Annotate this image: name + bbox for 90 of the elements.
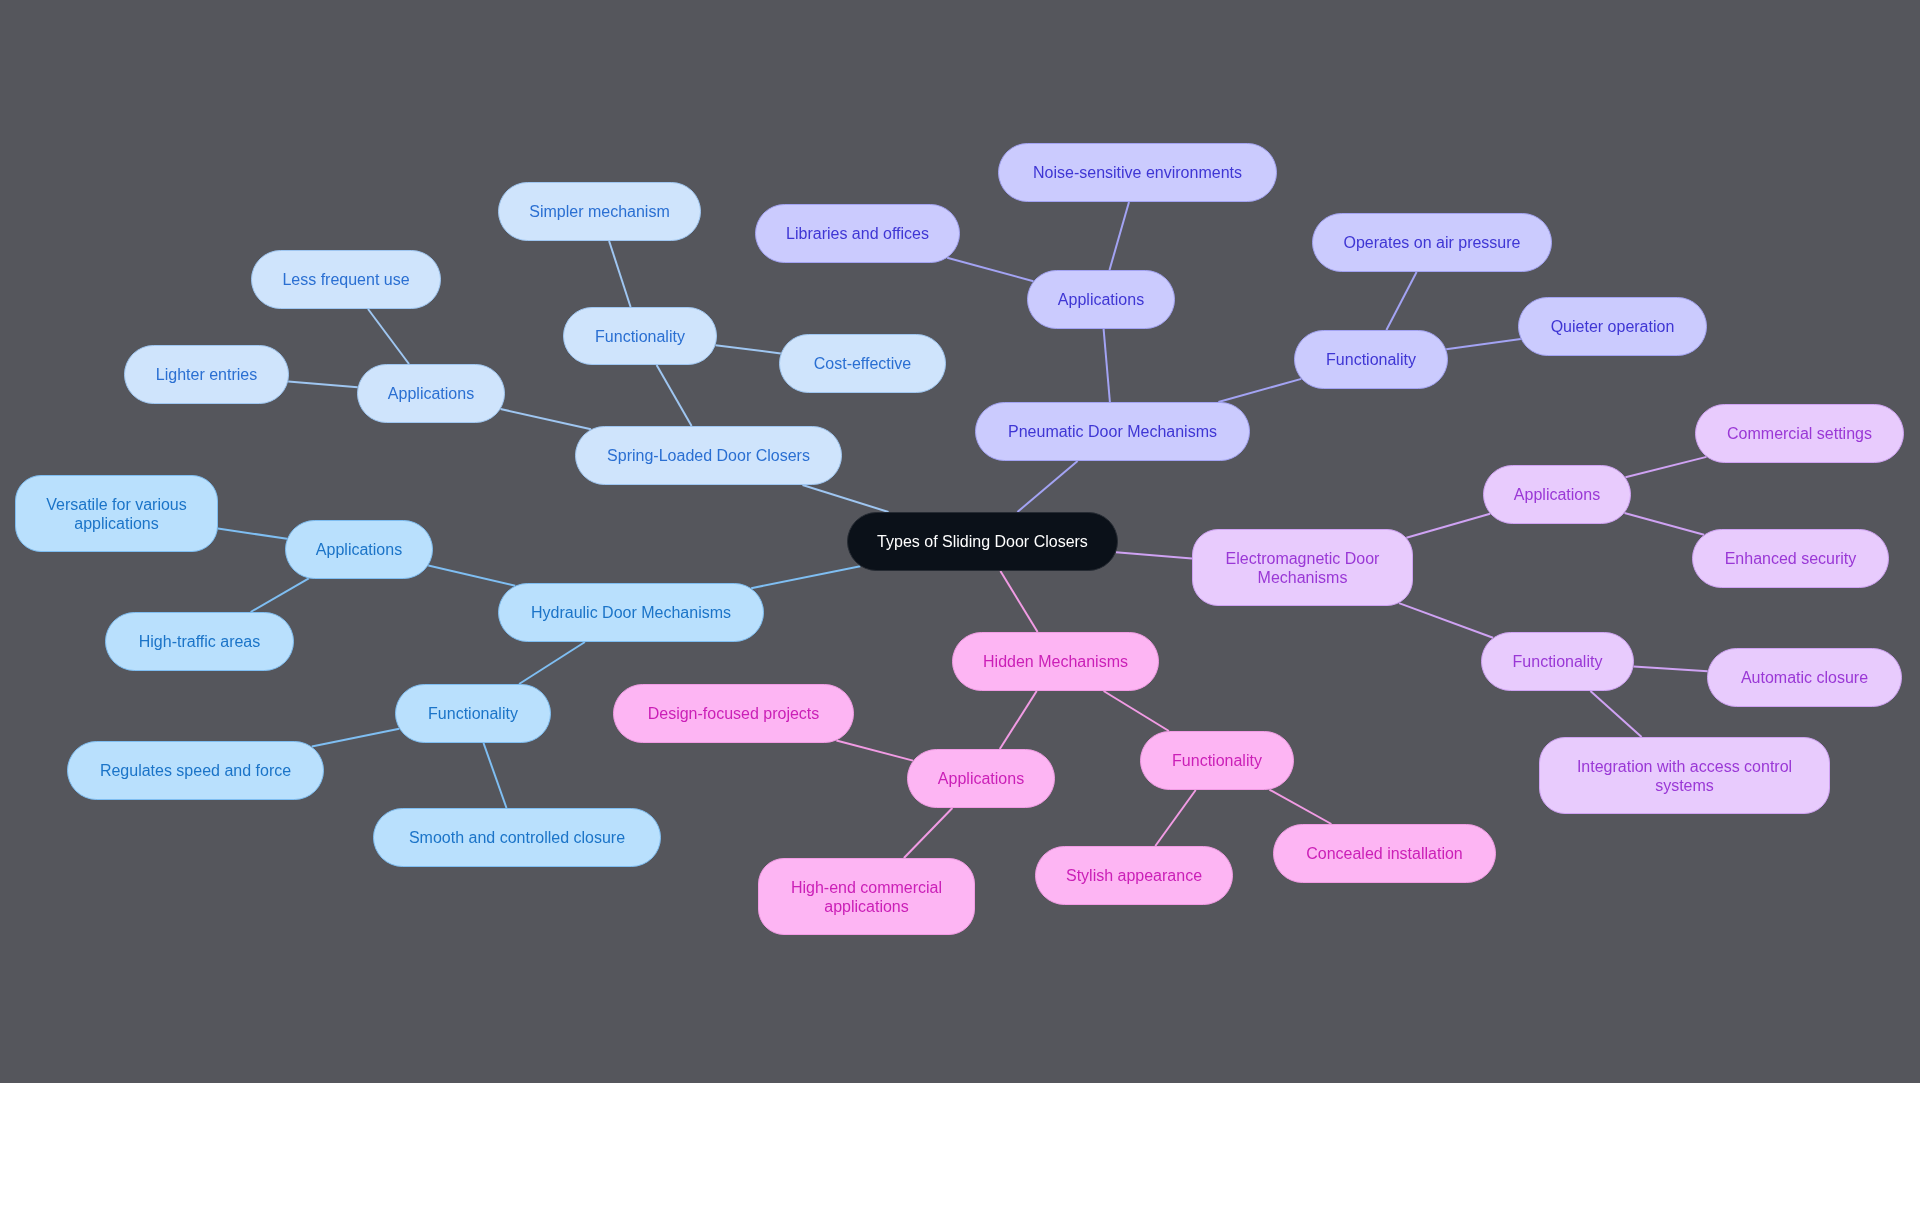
connector-line [1016,460,1079,513]
connector-line [216,527,288,540]
connector-line [1385,271,1418,331]
connector-line [1589,690,1643,738]
node-label: Stylish appearance [1065,866,1203,885]
topic-node [1539,737,1830,814]
node-label: Applications [1513,485,1601,504]
topic-node [755,204,960,263]
node-label: Spring-Loaded Door Closers [607,446,810,465]
connector-line [367,308,410,365]
connector-line [608,240,632,308]
connector-line [714,344,782,355]
connector-line [750,565,862,590]
node-label: Cost-effective [813,354,912,373]
topic-node [67,741,324,800]
connector-line [1445,338,1522,351]
connector-line [999,570,1039,633]
node-label: Enhanced security [1724,549,1857,568]
connector-line [499,408,592,431]
connector-line [427,564,517,587]
connector-line [1154,789,1197,847]
topic-node [1695,404,1904,463]
node-label: Automatic closure [1740,668,1869,687]
connector-line [902,807,954,859]
connector-line [310,727,401,748]
node-label: Operates on air pressure [1343,233,1521,252]
topic-node [1192,529,1413,606]
topic-node [1294,330,1448,389]
node-label: Functionality [1172,751,1262,770]
topic-node [15,475,218,552]
node-label: Functionality [595,326,685,346]
central-topic-node [847,512,1118,571]
node-label: Functionality [1512,652,1603,671]
connector-line [1114,551,1193,560]
node-label: Applications [387,384,475,403]
topic-node [1692,529,1889,588]
node-label: Lighter entries [155,365,258,384]
node-label: Functionality [1326,350,1416,369]
node-label: Functionality [428,704,518,723]
node-label: Types of Sliding Door Closers [877,532,1088,551]
connector-line [1405,512,1492,539]
node-label: Applications [315,540,403,559]
node-label: Integration with access control systems [1575,756,1794,795]
connector-line [287,380,359,389]
connector-line [998,690,1038,750]
connector-line [946,256,1035,283]
connector-line [1268,788,1333,825]
node-label: Applications [1057,290,1145,309]
topic-node [357,364,505,423]
node-label: High-end commercial applications [789,877,944,916]
node-label: Pneumatic Door Mechanisms [1008,422,1217,441]
connector-line [1102,690,1170,732]
topic-node [575,426,842,485]
node-label: Design-focused projects [647,704,820,723]
node-label: High-traffic areas [138,632,261,651]
node-label: Hydraulic Door Mechanisms [530,603,732,622]
connector-line [1217,377,1303,403]
node-label: Simpler mechanism [529,202,670,221]
connector-line [482,742,508,809]
topic-node [758,858,975,935]
node-label: Noise-sensitive environments [1033,163,1242,182]
node-label: Applications [937,769,1025,788]
connector-line [835,739,914,762]
topic-node [395,684,551,743]
topic-node [1027,270,1175,329]
connector-line [1624,455,1708,479]
connector-line [1102,328,1111,403]
connector-line [1632,665,1709,673]
topic-node [907,749,1055,808]
node-label: Smooth and controlled closure [408,828,626,847]
node-label: Commercial settings [1727,424,1872,443]
connector-line [655,364,693,427]
connector-line [1398,602,1494,639]
node-label: Concealed installation [1306,844,1463,863]
node-label: Hidden Mechanisms [983,652,1128,671]
connector-line [249,577,310,613]
node-label: Less frequent use [282,270,410,289]
topic-node [1483,465,1631,524]
node-label: Regulates speed and force [99,761,292,780]
connector-line [518,641,586,685]
topic-node [1481,632,1634,691]
node-label: Electromagnetic Door Mechanisms [1224,548,1381,587]
node-label: Libraries and offices [786,224,929,243]
topic-node [498,583,764,642]
topic-node [285,520,433,579]
node-label: Versatile for various applications [45,494,188,533]
connector-line [1623,512,1705,536]
connector-line [801,484,890,513]
connector-line [1108,201,1130,271]
node-label: Quieter operation [1550,317,1675,336]
